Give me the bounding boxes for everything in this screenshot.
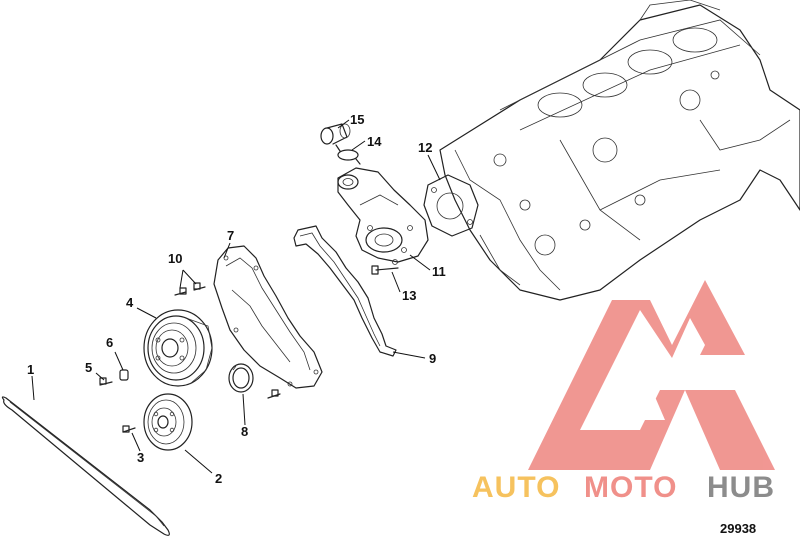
bypass-hose: [320, 123, 351, 145]
timing-cover: [213, 245, 323, 389]
pulley-bolt: [99, 377, 113, 386]
engine-block: [439, 0, 800, 301]
callout-12: 12: [418, 140, 432, 155]
callout-5: 5: [85, 360, 92, 375]
callout-15: 15: [350, 112, 364, 127]
callout-3: 3: [137, 450, 144, 465]
crankshaft-pulley: [143, 393, 193, 451]
cover-bolts: [174, 282, 206, 296]
callout-7: 7: [227, 228, 234, 243]
water-pump-pulley: [143, 309, 213, 387]
water-pump-bolt: [371, 265, 399, 275]
leader-lines: [31, 119, 441, 474]
cover-bolt-lower: [267, 389, 281, 399]
water-pump-gasket: [423, 174, 479, 237]
callout-1: 1: [27, 362, 34, 377]
callout-14: 14: [367, 134, 382, 149]
callout-8: 8: [241, 424, 248, 439]
logo-mark: [528, 280, 775, 470]
callout-10: 10: [168, 251, 182, 266]
callout-2: 2: [215, 471, 222, 486]
logo-text-moto: MOTO: [584, 471, 677, 504]
pulley-bolt-lower: [122, 425, 136, 433]
hose-clamp: [335, 144, 361, 165]
crankshaft-seal: [228, 363, 254, 393]
drive-belt: [1, 396, 170, 536]
callout-4: 4: [126, 295, 134, 310]
callout-11: 11: [432, 264, 446, 279]
logo-text-auto: AUTO: [472, 471, 560, 504]
callout-6: 6: [106, 335, 113, 350]
logo-text-hub: HUB: [707, 471, 775, 504]
timing-cover-gasket: [293, 225, 397, 357]
callout-9: 9: [429, 351, 436, 366]
spacer: [119, 369, 129, 381]
figure-id: 29938: [720, 521, 756, 536]
callout-13: 13: [402, 288, 416, 303]
automotohub-logo: AUTO MOTO HUB: [472, 280, 775, 504]
water-pump: [337, 167, 429, 265]
callout-labels: 1 2 3 4 5 6 7 8 9 10 11 12 13 14 15: [27, 112, 446, 486]
